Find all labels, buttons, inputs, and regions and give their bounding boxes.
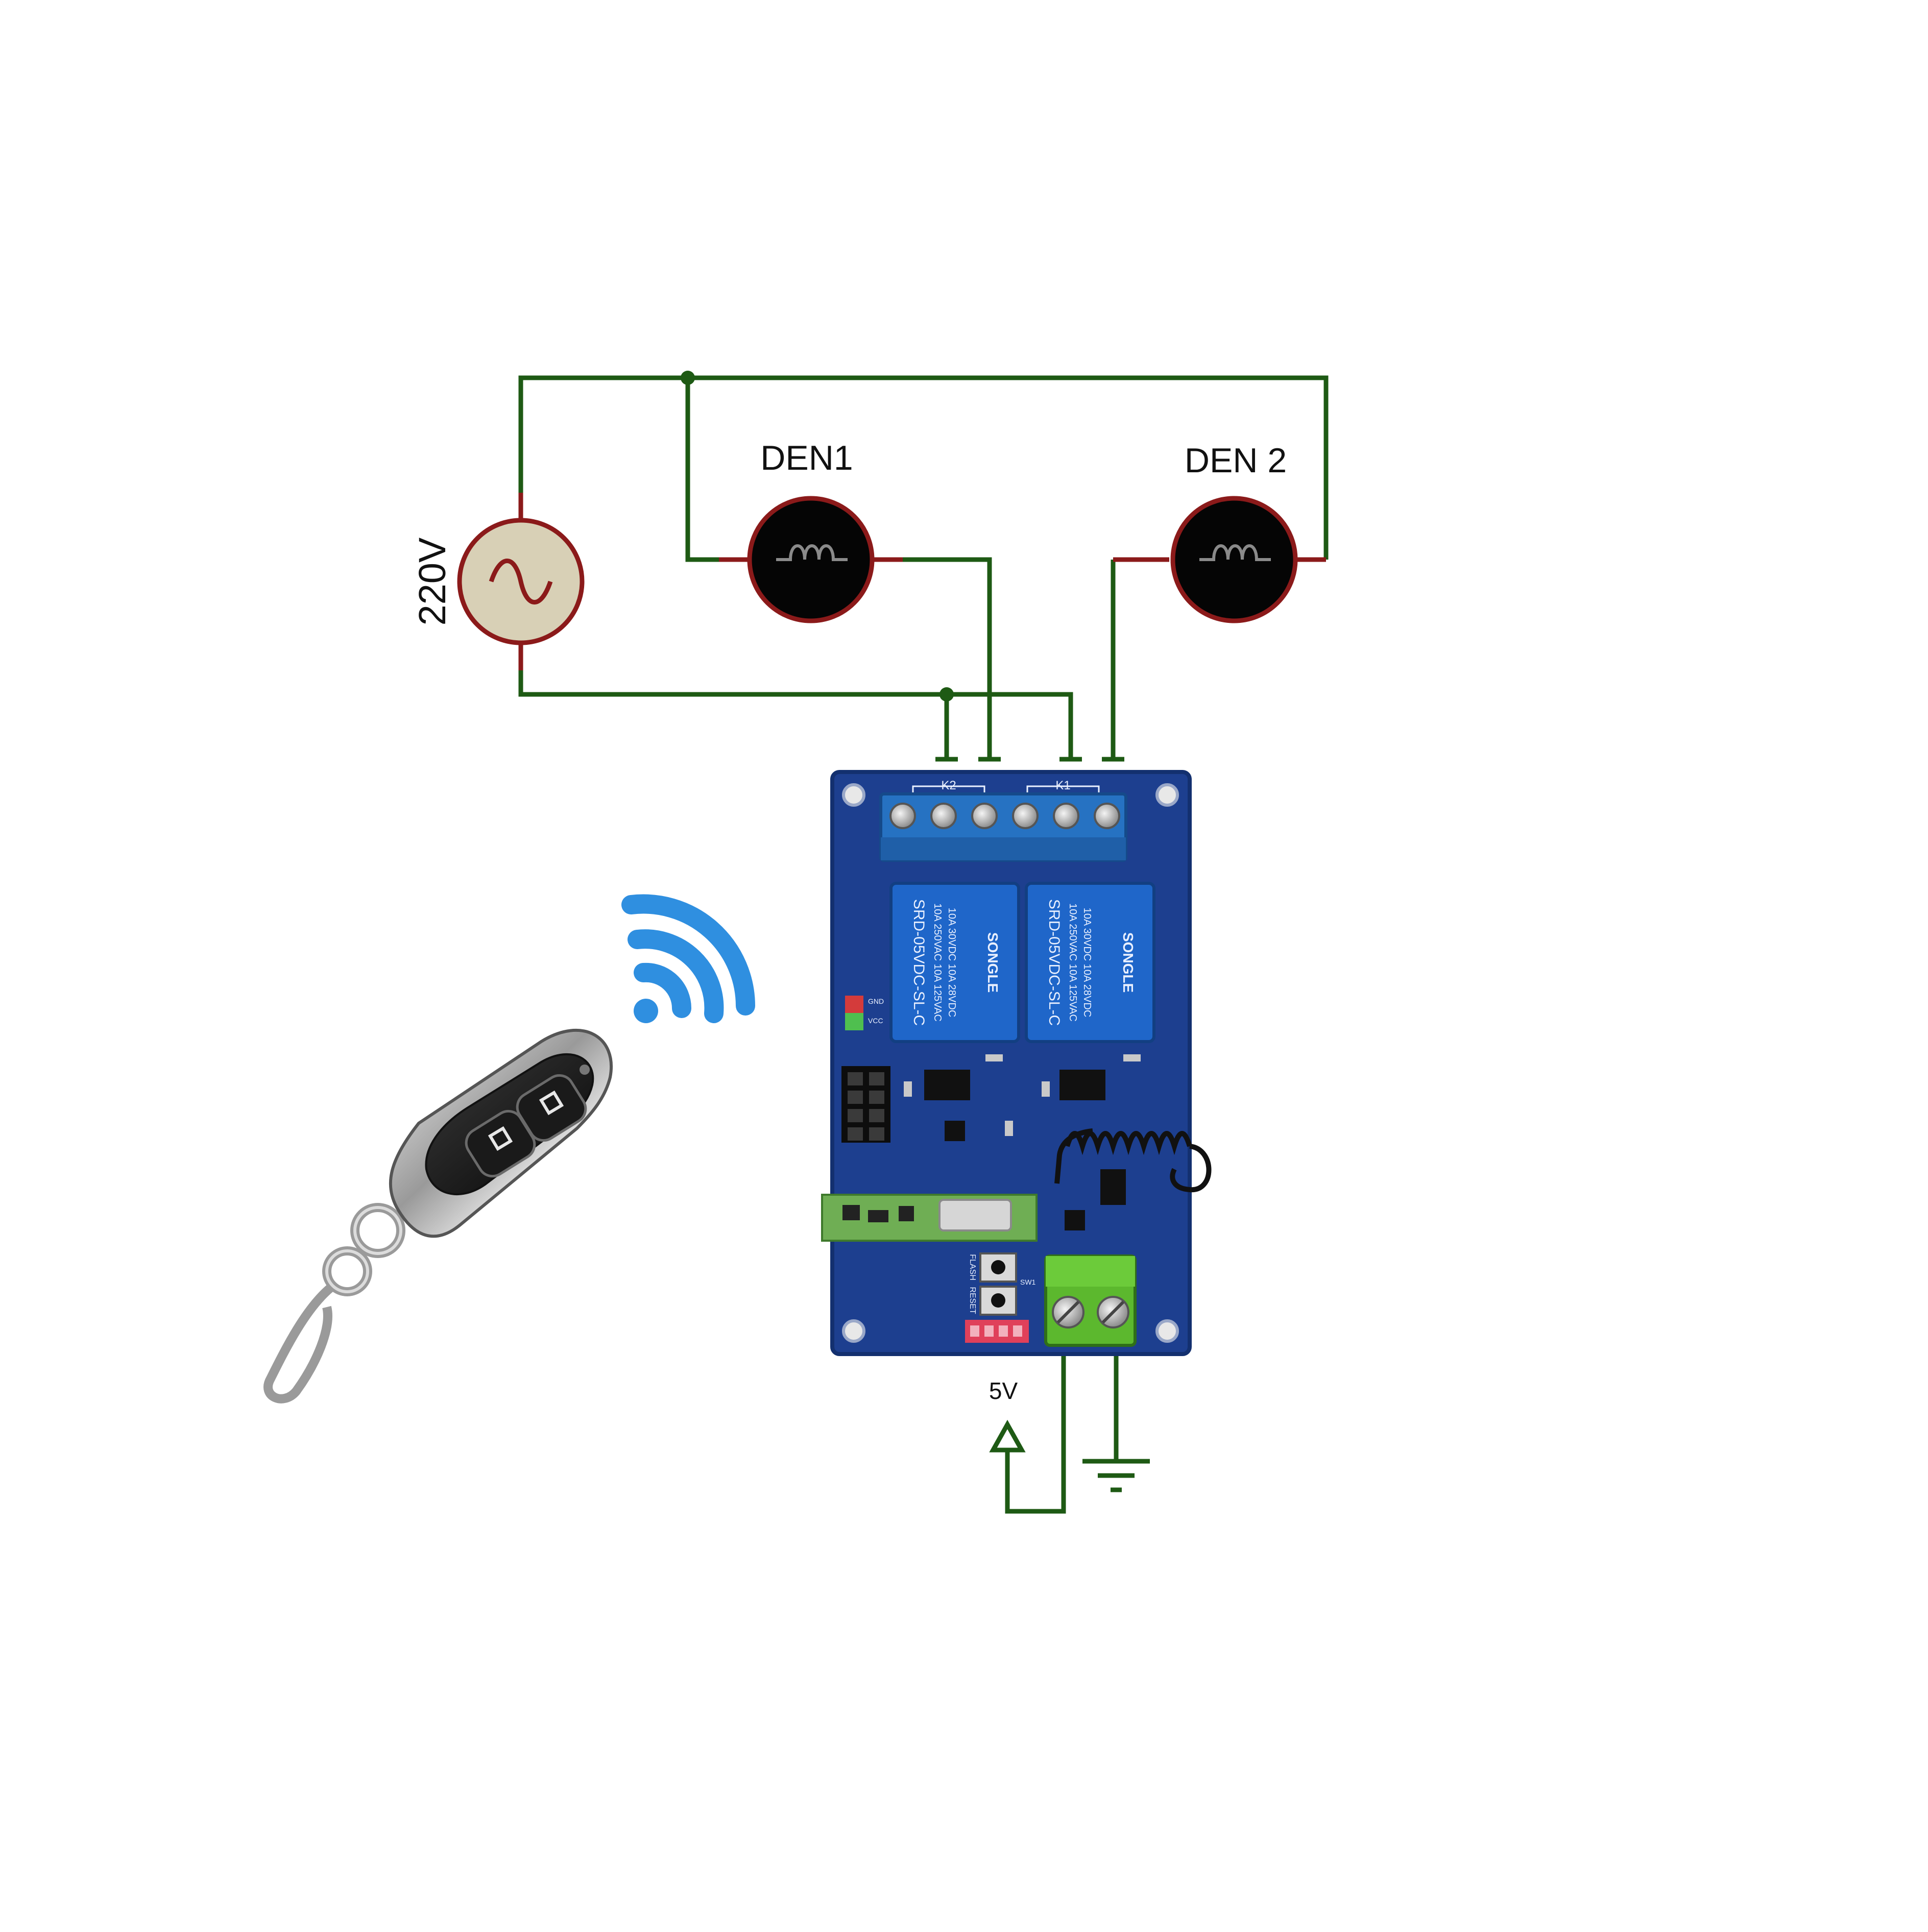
relay-terminal-block — [879, 792, 1127, 862]
smd-parts — [904, 1054, 1141, 1136]
flash-label: FLASH — [968, 1254, 977, 1281]
relay-k2-brand: SONGLE — [985, 932, 1001, 993]
wifi-icon — [621, 894, 755, 1023]
remote-key-fob-icon — [263, 1028, 613, 1404]
junction-dot-bottom — [939, 687, 954, 702]
lamp-den1-icon — [747, 496, 875, 623]
wire-top-bus — [518, 375, 1329, 560]
relay-k2-rating-1: 10A 250VAC 10A 125VAC — [932, 903, 943, 1022]
reset-label: RESET — [968, 1287, 977, 1314]
supply-label: 5V — [989, 1378, 1018, 1404]
relay-k1-rating-1: 10A 250VAC 10A 125VAC — [1067, 903, 1078, 1022]
relay-k2: SRD-05VDC-SL-C 10A 250VAC 10A 125VAC 10A… — [889, 882, 1020, 1043]
ground-icon — [1082, 1459, 1150, 1492]
jumper-header: GND VCC — [845, 996, 884, 1030]
junction-dot-top — [681, 371, 695, 385]
relay-k2-model: SRD-05VDC-SL-C — [910, 899, 927, 1026]
optocouplers — [924, 1070, 1126, 1230]
ac-source-icon — [457, 518, 585, 645]
relay-k1-rating-2: 10A 30VDC 10A 28VDC — [1081, 908, 1093, 1018]
terminal-stubs — [518, 493, 1326, 670]
lamp1-label: DEN1 — [760, 439, 853, 477]
source-voltage-label: 220V — [411, 537, 453, 625]
supply-arrow-icon — [989, 1419, 1026, 1453]
rf-receiver-module — [821, 1194, 1038, 1242]
sw1-label: SW1 — [1020, 1278, 1036, 1286]
fob-led — [580, 1065, 590, 1075]
relay-k2-rating-2: 10A 30VDC 10A 28VDC — [946, 908, 957, 1018]
relay-k1-brand: SONGLE — [1120, 932, 1136, 993]
lamp2-label: DEN 2 — [1185, 441, 1287, 480]
wire-den1-left — [685, 378, 719, 562]
reset-button — [979, 1286, 1017, 1316]
antenna-coil — [1054, 1128, 1212, 1193]
flash-button — [979, 1252, 1017, 1283]
jumper-vcc-label: VCC — [868, 1017, 883, 1025]
pin-header — [841, 1066, 890, 1143]
prog-header — [965, 1320, 1029, 1343]
jumper-gnd-label: GND — [868, 997, 884, 1005]
relay-board: K2 K1 SRD-05VDC-SL-C 10A 250VAC 10A 125V… — [821, 770, 1212, 1356]
wire-5v — [1005, 1354, 1066, 1514]
mounting-holes — [842, 783, 1179, 1343]
relay-k1-model: SRD-05VDC-SL-C — [1046, 899, 1063, 1026]
relay-k1: SRD-05VDC-SL-C 10A 250VAC 10A 125VAC 10A… — [1025, 882, 1155, 1043]
power-terminal — [1044, 1254, 1137, 1347]
lamp-den2-icon — [1170, 496, 1298, 623]
